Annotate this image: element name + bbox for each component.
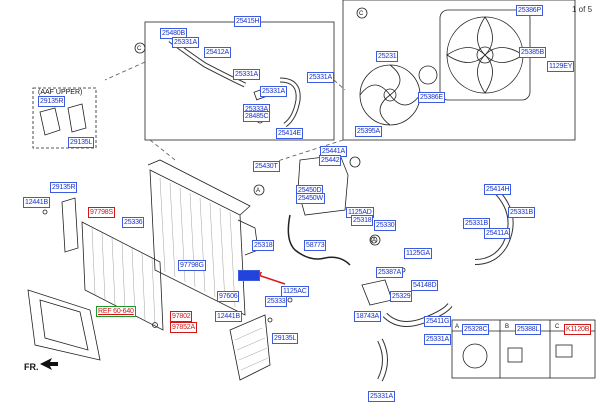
part-label-25331a[interactable]: 25331A xyxy=(307,72,334,83)
part-label-25415h[interactable]: 25415H xyxy=(234,16,262,27)
condenser-outline xyxy=(81,221,164,331)
part-label-25336[interactable]: 25336 xyxy=(122,217,145,228)
part-label-25318[interactable]: 25318 xyxy=(351,215,374,226)
part-label-28485c[interactable]: 28485C xyxy=(243,111,271,122)
part-label-1125ac[interactable]: 1125AC xyxy=(281,286,309,297)
carrier-outline xyxy=(27,289,101,361)
part-label-25331b[interactable]: 25331B xyxy=(508,207,535,218)
part-label-25388l[interactable]: 25388L xyxy=(515,324,542,335)
part-label-25331b[interactable]: 25331B xyxy=(463,218,490,229)
part-label-1125ga[interactable]: 1125GA xyxy=(404,248,432,259)
part-label-12441b[interactable]: 12441B xyxy=(23,197,50,208)
part-label-25442[interactable]: 25442 xyxy=(319,155,342,166)
part-label-ref-60-640[interactable]: REF 60-640 xyxy=(96,306,136,317)
part-label-29135r[interactable]: 29135R xyxy=(50,182,78,193)
legend-c: C xyxy=(555,324,560,330)
part-label-25329[interactable]: 25329 xyxy=(238,270,261,281)
part-label-25386p[interactable]: 25386P xyxy=(516,5,543,16)
callout-c-upper: C xyxy=(137,46,142,52)
part-label-29135l[interactable]: 29135L xyxy=(272,333,299,344)
part-label-25328c[interactable]: 25328C xyxy=(462,324,490,335)
part-label-25385b[interactable]: 25385B xyxy=(519,47,546,58)
part-label-29135r[interactable]: 29135R xyxy=(38,96,66,107)
part-label-25231[interactable]: 25231 xyxy=(376,51,399,62)
part-label-25330[interactable]: 25330 xyxy=(374,220,397,231)
part-label-97852a[interactable]: 97852A xyxy=(170,322,197,333)
part-label-58773[interactable]: 58773 xyxy=(304,240,327,251)
part-label-25331a[interactable]: 25331A xyxy=(233,69,260,80)
part-label-97802[interactable]: 97802 xyxy=(170,311,193,322)
page-indicator: 1 of 5 xyxy=(572,5,593,14)
aaf-upper-caption: (AAF UPPER) xyxy=(38,89,83,96)
front-direction-arrow xyxy=(40,358,58,370)
part-label-k1120b[interactable]: K1120B xyxy=(564,324,592,335)
part-label-25414e[interactable]: 25414E xyxy=(276,128,303,139)
part-label-25387a[interactable]: 25387A xyxy=(376,267,403,278)
part-label-97798s[interactable]: 97798S xyxy=(88,207,115,218)
part-label-25331a[interactable]: 25331A xyxy=(424,334,451,345)
part-label-25395a[interactable]: 25395A xyxy=(355,126,382,137)
aaf-upper-box xyxy=(32,87,97,149)
part-label-97798g[interactable]: 97798G xyxy=(178,260,206,271)
part-label-25331a[interactable]: 25331A xyxy=(172,37,199,48)
part-label-25411a[interactable]: 25411A xyxy=(484,228,511,239)
part-label-18743a[interactable]: 18743A xyxy=(354,311,381,322)
part-label-1129ey[interactable]: 1129EY xyxy=(547,61,575,72)
legend-box xyxy=(451,319,596,379)
part-label-25412a[interactable]: 25412A xyxy=(204,47,231,58)
part-label-25386e[interactable]: 25386E xyxy=(418,92,445,103)
part-label-25450w[interactable]: 25450W xyxy=(296,193,325,204)
callout-a-hose: A xyxy=(372,238,376,244)
part-label-25318[interactable]: 25318 xyxy=(252,240,275,251)
part-label-12441b[interactable]: 12441B xyxy=(215,311,242,322)
legend-a: A xyxy=(455,324,459,330)
callout-a-radiator: A xyxy=(256,188,260,194)
fan-group-box xyxy=(342,0,576,141)
part-label-97606[interactable]: 97606 xyxy=(217,291,240,302)
part-label-25430t[interactable]: 25430T xyxy=(253,161,280,172)
radiator-outline xyxy=(149,169,246,316)
part-label-25331a[interactable]: 25331A xyxy=(260,86,287,97)
part-label-54148d[interactable]: 54148D xyxy=(411,280,439,291)
part-label-25329[interactable]: 25329 xyxy=(390,291,413,302)
legend-b: B xyxy=(505,324,509,330)
front-label: FR. xyxy=(24,362,39,372)
part-label-25333[interactable]: 25333 xyxy=(265,296,288,307)
part-label-25414h[interactable]: 25414H xyxy=(484,184,512,195)
part-label-25331a[interactable]: 25331A xyxy=(368,391,395,402)
callout-c-fan: C xyxy=(359,11,364,17)
part-label-29135l[interactable]: 29135L xyxy=(68,137,95,148)
part-label-25411g[interactable]: 25411G xyxy=(424,316,452,327)
